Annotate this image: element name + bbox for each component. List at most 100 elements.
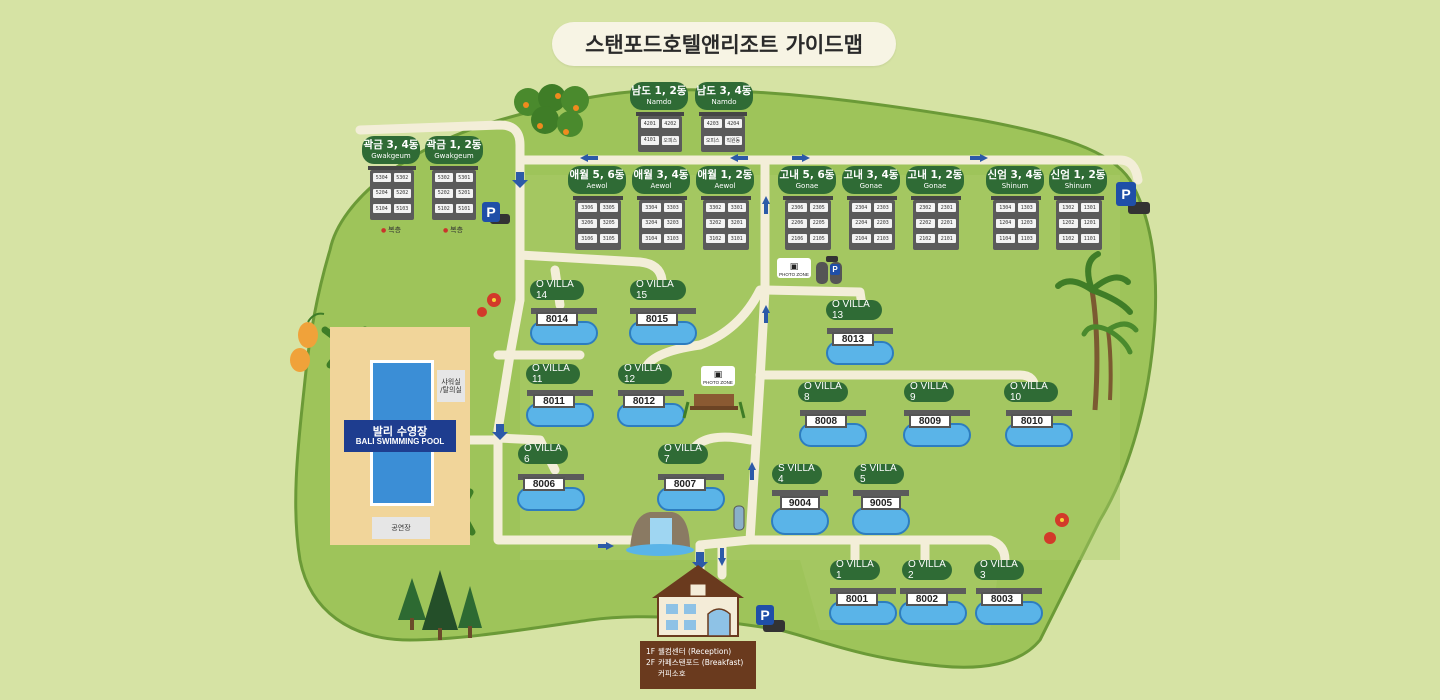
unit: 5103: [393, 204, 411, 214]
building-gonae-56: 2306 2305 2206 2205 2106 2105: [783, 196, 833, 250]
duplex-note: 복층: [443, 225, 463, 235]
pine-trees: [398, 570, 482, 640]
camera-icon: ▣: [713, 370, 723, 380]
floor-label: 2F: [646, 657, 656, 667]
villa-pools: [517, 321, 1073, 625]
unit: 3302: [706, 203, 725, 212]
villa-number-o14: 8014: [536, 312, 578, 326]
unit: 5302: [393, 173, 411, 182]
pool-name-ko: 발리 수영장: [372, 425, 428, 439]
photo-zone-label: PHOTO ZONE: [703, 380, 733, 385]
villa-label-o3: O VILLA 3: [974, 559, 1024, 581]
villa-label-o11: O VILLA 11: [526, 363, 580, 385]
unit: 오피스: [704, 135, 722, 145]
unit: 5101: [455, 204, 473, 214]
villa-label-o14: O VILLA 14: [530, 279, 584, 301]
unit: 5304: [373, 173, 391, 182]
building-label-gonae-56: 고내 5, 6동 Gonae: [778, 166, 836, 194]
unit: 2305: [809, 203, 828, 212]
reception-building: [652, 565, 744, 637]
unit: 2106: [788, 234, 807, 244]
unit: 1204: [996, 218, 1015, 228]
unit: 1203: [1017, 218, 1036, 228]
building-label-namdo-12: 남도 1, 2동 Namdo: [630, 82, 688, 110]
unit: 2203: [873, 218, 892, 228]
unit: 4201: [641, 119, 659, 128]
unit: 2304: [852, 203, 871, 212]
building-aewol-12: 3302 3301 3202 3201 3102 3101: [701, 196, 751, 250]
building-name: 애월 5, 6동: [569, 169, 625, 182]
building-namdo-12: 4201 4202 4101 오피스: [636, 112, 684, 152]
villa-number-o3: 8003: [981, 592, 1023, 606]
unit: 2104: [852, 234, 871, 244]
unit: 3102: [706, 234, 725, 244]
villa-label-s4: S VILLA 4: [772, 463, 822, 485]
building-name: 신엄 3, 4동: [987, 169, 1043, 182]
orange-trees: [514, 84, 589, 137]
villa-number-o15: 8015: [636, 312, 678, 326]
unit: 2204: [852, 218, 871, 228]
unit: 4204: [724, 119, 742, 128]
pool-name-en: BALI SWIMMING POOL: [355, 436, 445, 446]
villa-label-o1: O VILLA 1: [830, 559, 880, 581]
building-shinum-12: 1302 1301 1202 1201 1102 1101: [1054, 196, 1104, 250]
decor-fruit: [290, 312, 325, 372]
camera-icon: ▣: [789, 262, 799, 272]
building-name-en: Shinum: [1001, 181, 1029, 190]
building-name: 남도 3, 4동: [696, 85, 752, 98]
floor-label: 1F: [646, 647, 656, 656]
unit: 1301: [1080, 203, 1099, 212]
unit: 2301: [937, 203, 956, 212]
building-name-en: Aewol: [650, 181, 672, 190]
building-gwakgeum-12: 5302 5301 5202 5201 5102 5101: [430, 166, 478, 220]
villa-number-s5: 9005: [861, 496, 901, 510]
building-name-en: Shinum: [1064, 181, 1092, 190]
duplex-note: 복층: [381, 225, 401, 235]
unit: 3304: [642, 203, 661, 212]
unit: 직원동: [724, 135, 742, 145]
unit: 4101: [641, 135, 659, 145]
building-name: 고내 5, 6동: [779, 169, 835, 182]
building-namdo-34: 4203 4204 오피스 직원동: [699, 112, 747, 152]
villa-label-o2: O VILLA 2: [902, 559, 952, 581]
unit: 오피스: [661, 135, 679, 145]
unit: 5202: [393, 188, 411, 198]
villa-number-s4: 9004: [780, 496, 820, 510]
villa-number-o12: 8012: [623, 394, 665, 408]
unit: 5102: [435, 204, 453, 214]
villa-label-o8: O VILLA 8: [798, 381, 848, 403]
unit: 1201: [1080, 218, 1099, 228]
unit: 3303: [663, 203, 682, 212]
photo-zone-gonae: ▣ PHOTO ZONE: [777, 258, 811, 278]
unit: 5301: [455, 173, 473, 182]
villa-number-o1: 8001: [836, 592, 878, 606]
villa-number-o7: 8007: [664, 477, 706, 491]
unit: 1302: [1059, 203, 1078, 212]
building-label-gonae-12: 고내 1, 2동 Gonae: [906, 166, 964, 194]
villa-label-o10: O VILLA 10: [1004, 381, 1058, 403]
villa-label-o9: O VILLA 9: [904, 381, 954, 403]
unit: 3202: [706, 218, 725, 228]
photo-zone-center: ▣ PHOTO ZONE: [701, 366, 735, 386]
unit: 3101: [727, 234, 746, 244]
unit: 1102: [1059, 234, 1078, 244]
building-label-gonae-34: 고내 3, 4동 Gonae: [842, 166, 900, 194]
unit: 4202: [661, 119, 679, 128]
building-label-shinum-34: 신엄 3, 4동 Shinum: [986, 166, 1044, 194]
unit: 3106: [578, 234, 597, 244]
unit: 1101: [1080, 234, 1099, 244]
villa-label-o12: O VILLA 12: [618, 363, 672, 385]
building-name-en: Namdo: [711, 97, 737, 106]
building-name-en: Aewol: [586, 181, 608, 190]
unit: 2206: [788, 218, 807, 228]
unit: 2205: [809, 218, 828, 228]
unit: 1103: [1017, 234, 1036, 244]
photo-zone-label: PHOTO ZONE: [779, 272, 809, 277]
villa-label-o15: O VILLA 15: [630, 279, 686, 301]
villa-number-o9: 8009: [909, 414, 951, 428]
building-name-en: Gwakgeum: [434, 151, 474, 160]
unit: 3205: [599, 218, 618, 228]
building-name: 애월 3, 4동: [633, 169, 689, 182]
building-label-aewol-12: 애월 1, 2동 Aewol: [696, 166, 754, 194]
unit: 3301: [727, 203, 746, 212]
